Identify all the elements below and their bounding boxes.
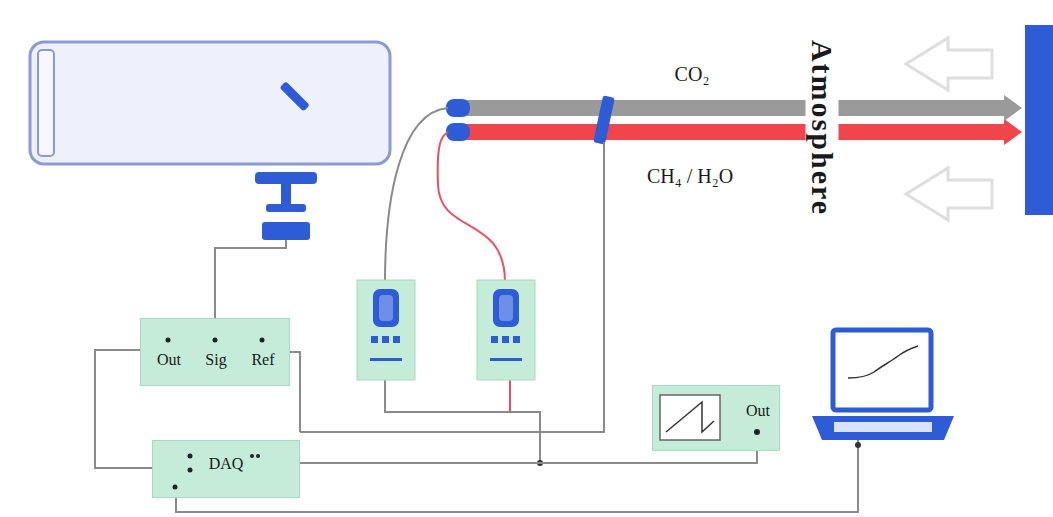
pin-dot: [250, 454, 254, 458]
tube-arrowhead: [1004, 119, 1022, 145]
tube-inlet: [446, 99, 470, 117]
detector: [262, 222, 310, 240]
pin-dot: [256, 454, 260, 458]
sensor-wire: [509, 380, 511, 412]
pin-label: Out: [157, 351, 181, 369]
junction-dot: [855, 442, 861, 448]
pin-label: Ref: [251, 351, 274, 369]
sensor: [477, 280, 535, 380]
pin-dot: [166, 338, 171, 343]
tube-clamp: [593, 95, 615, 144]
laptop: [812, 330, 954, 440]
pin-dot: [188, 468, 193, 473]
pin-label: DAQ: [209, 455, 244, 473]
wire: [300, 451, 757, 463]
pin-dot: [173, 485, 178, 490]
pin-dot: [213, 338, 218, 343]
bus-wire: [300, 142, 604, 432]
detector-stem: [281, 184, 291, 206]
function-generator: Out: [652, 385, 780, 451]
pin-dot: [260, 338, 265, 343]
wall-bar: [1025, 25, 1053, 215]
sensor-wire: [385, 380, 540, 463]
mirror: [279, 81, 309, 111]
gas-label: CH₄ / H₂O: [647, 165, 733, 187]
pin-dot: [188, 454, 193, 459]
sensor-wire: [438, 132, 505, 282]
sensor: [357, 280, 415, 380]
pin-label: Sig: [205, 351, 226, 369]
pin-dot: [754, 429, 760, 435]
ref-wire: [290, 352, 300, 432]
flow-arrow: [906, 168, 992, 220]
tube-inlet: [446, 123, 470, 141]
tube-arrowhead: [1004, 95, 1022, 121]
co2-tube: [458, 100, 1008, 116]
tube-window: [38, 50, 54, 156]
lock-in-amplifier: Out Sig Ref: [140, 318, 290, 386]
laser-tube: [30, 42, 390, 164]
detector-plate: [266, 204, 306, 212]
daq-box: DAQ: [152, 440, 300, 498]
region-label: Atmosphere: [806, 37, 839, 219]
gas-label: CO₂: [675, 63, 710, 85]
waveform-display: [660, 395, 720, 440]
flow-arrow: [906, 38, 992, 90]
sawtooth-wave: [666, 402, 714, 432]
ch4-tube: [458, 124, 1008, 140]
pin-label: Out: [746, 402, 770, 420]
detector-mount: [255, 172, 317, 184]
